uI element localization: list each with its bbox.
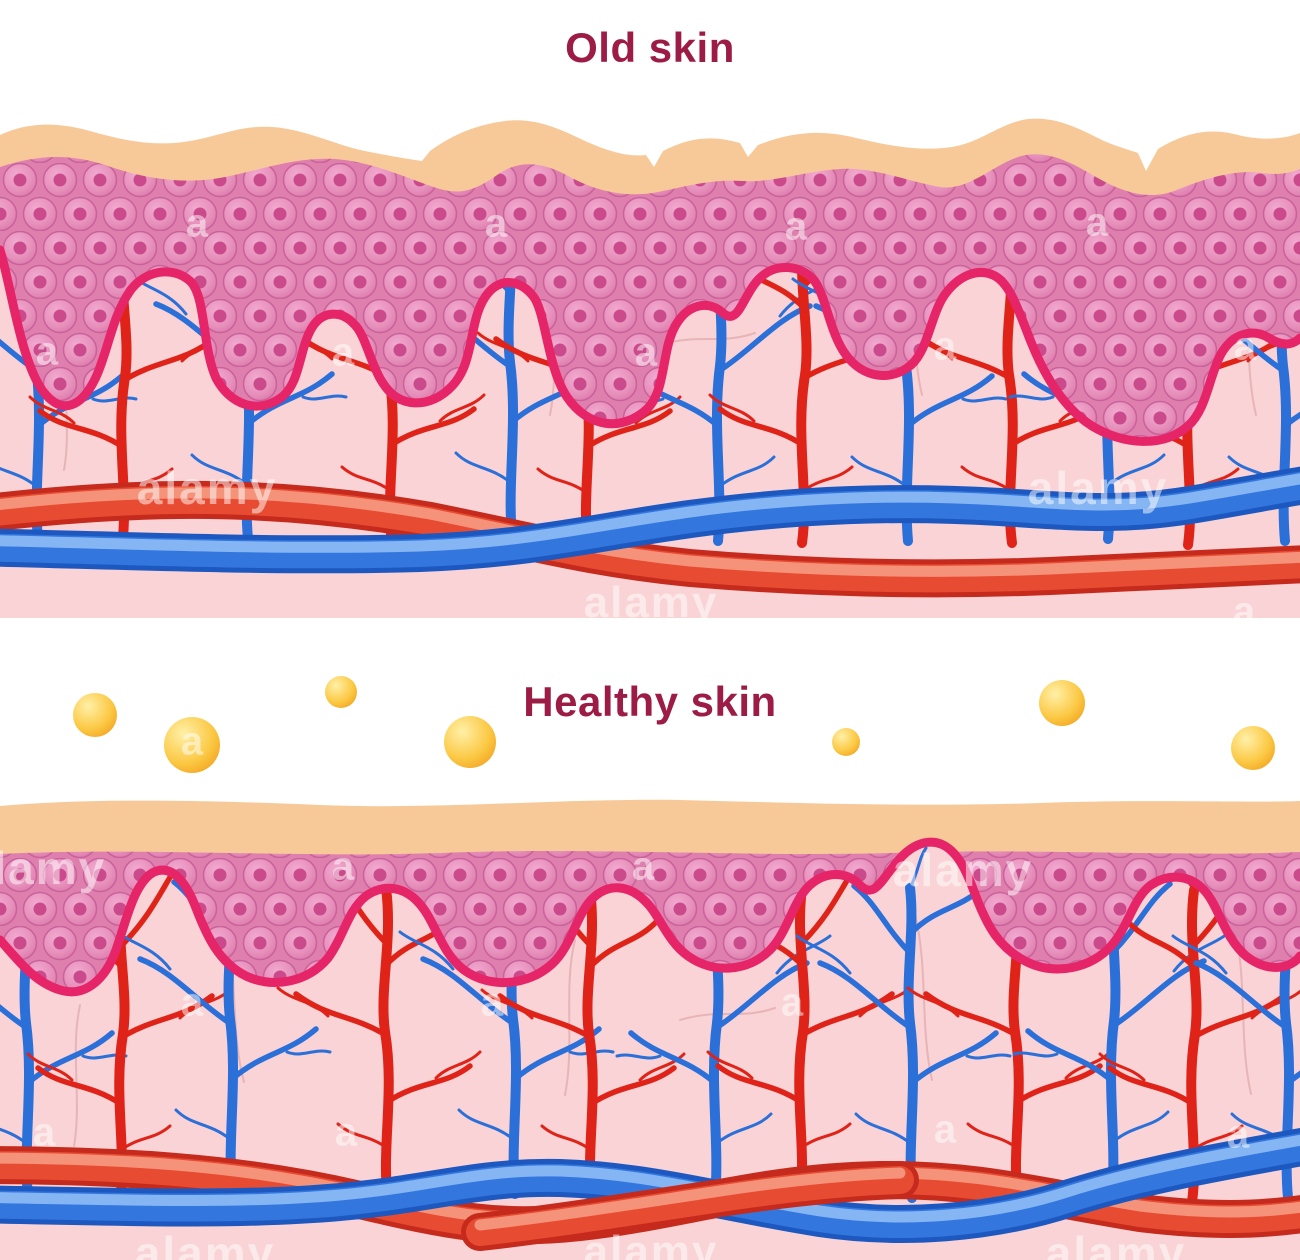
- healthy-dermis-layer: [0, 842, 1300, 1260]
- oil-droplet: [164, 717, 220, 773]
- old-skin-title: Old skin: [565, 24, 735, 71]
- old-skin-panel: [0, 118, 1300, 618]
- oil-droplet: [444, 716, 496, 768]
- oil-droplet: [73, 693, 117, 737]
- healthy-dermal-junction: [0, 837, 1300, 997]
- oil-droplet: [1231, 726, 1275, 770]
- oil-droplet: [832, 728, 860, 756]
- oil-droplet: [1039, 680, 1085, 726]
- oil-droplet: [325, 676, 357, 708]
- healthy-skin-title: Healthy skin: [523, 678, 777, 725]
- old-dermal-junction: [0, 245, 1300, 446]
- healthy-skin-panel: [0, 799, 1300, 1260]
- old-dermis-layer: [0, 250, 1300, 618]
